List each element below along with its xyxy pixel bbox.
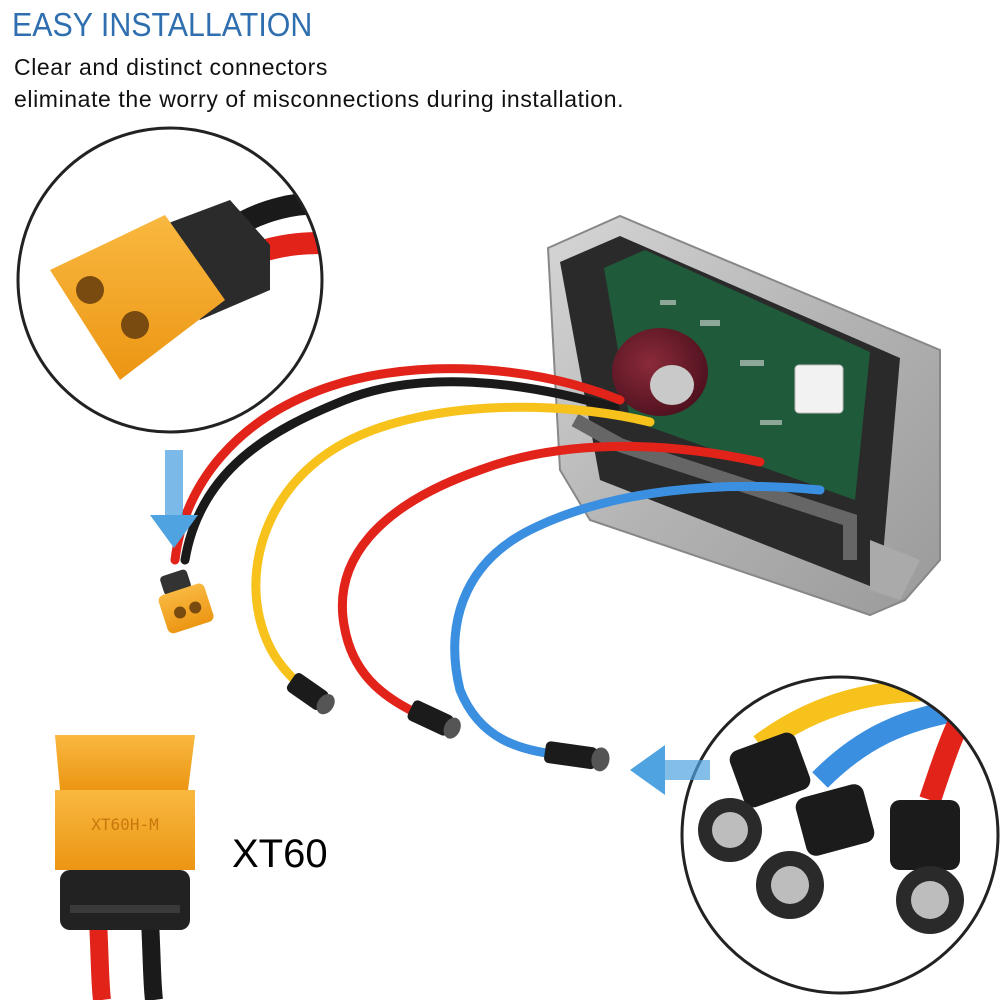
- down-arrow-icon: [150, 450, 198, 548]
- zoom-circle-xt60: [16, 126, 324, 434]
- wiring: [170, 364, 825, 760]
- wire-red-main: [170, 364, 625, 565]
- xt60-small-connector: [158, 569, 214, 634]
- wire-red: [337, 441, 765, 720]
- bullet-connector-red: [407, 700, 461, 739]
- wire-blue: [450, 481, 825, 760]
- left-arrow-icon: [630, 745, 710, 795]
- wire-black: [180, 377, 620, 565]
- wire-yellow: [251, 402, 655, 695]
- page-title: EASY INSTALLATION: [12, 6, 313, 43]
- bullet-connector-blue: [544, 741, 610, 772]
- subtitle-line-2: eliminate the worry of misconnections du…: [14, 86, 625, 112]
- controller-box: [546, 214, 941, 617]
- subtitle-line-1: Clear and distinct connectors: [14, 54, 328, 80]
- bullet-connector-yellow: [286, 673, 335, 715]
- zoom-circle-bullets: [680, 675, 1000, 995]
- connector-marking: XT60H-M: [91, 815, 158, 834]
- xt60-large-connector: XT60H-M: [55, 735, 195, 1000]
- circuit-board: [604, 250, 870, 500]
- xt60-label: XT60: [232, 832, 328, 876]
